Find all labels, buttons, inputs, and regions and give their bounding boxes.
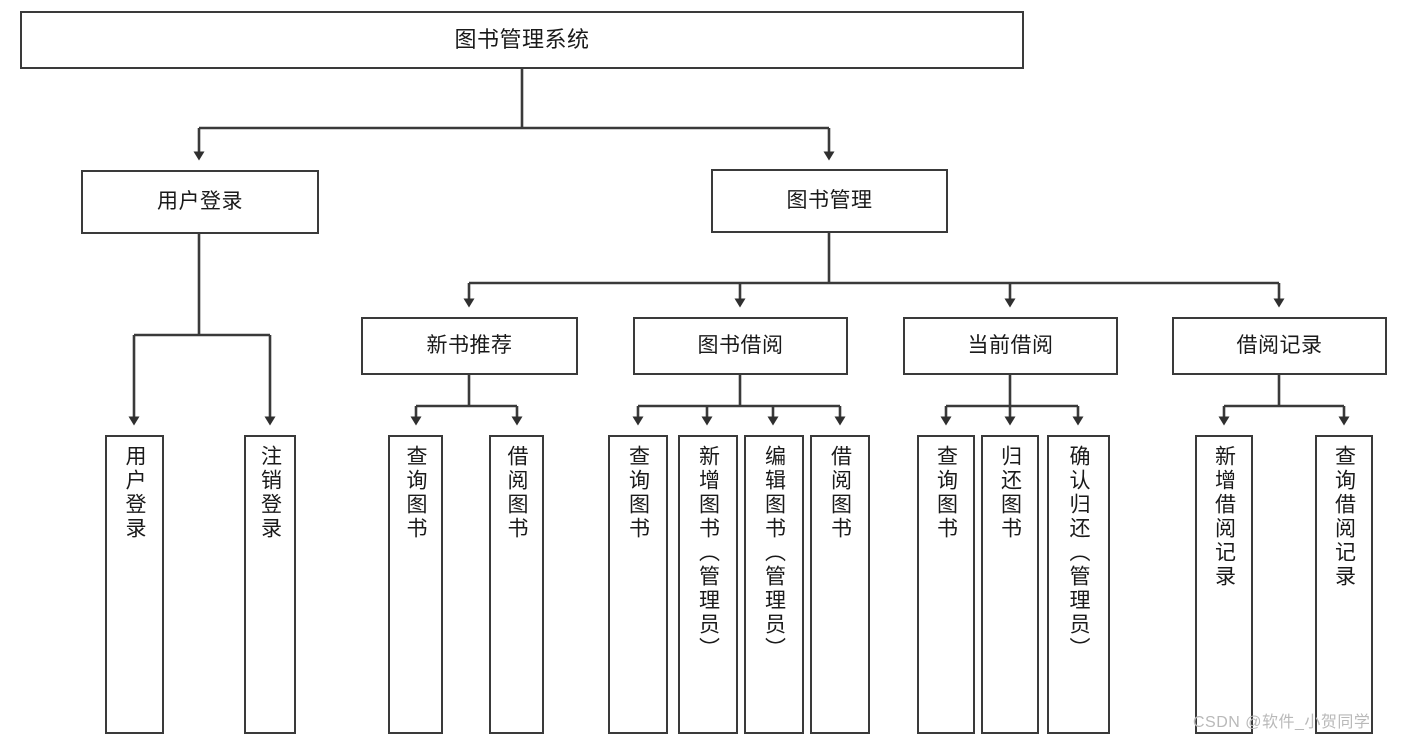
node-borrow-record[interactable]: 借阅记录 (1172, 317, 1387, 375)
node-root-book-management-system[interactable]: 图书管理系统 (20, 11, 1024, 69)
node-current-borrow[interactable]: 当前借阅 (903, 317, 1118, 375)
node-leaf-query-record-label: 查询借阅记录 (1332, 445, 1356, 589)
node-leaf-query-book-2-label: 查询图书 (626, 445, 650, 541)
node-leaf-return-book[interactable]: 归还图书 (981, 435, 1039, 734)
node-new-book-recommend-label: 新书推荐 (426, 334, 513, 358)
node-leaf-query-record[interactable]: 查询借阅记录 (1315, 435, 1373, 734)
node-user-login[interactable]: 用户登录 (81, 170, 319, 234)
node-leaf-add-book[interactable]: 新增图书（管理员） (678, 435, 738, 734)
node-borrow-record-label: 借阅记录 (1236, 334, 1323, 358)
node-leaf-borrow-book-1-label: 借阅图书 (505, 445, 528, 541)
node-leaf-query-book-1-label: 查询图书 (404, 445, 427, 541)
node-leaf-edit-book[interactable]: 编辑图书（管理员） (744, 435, 804, 734)
node-leaf-query-book-3[interactable]: 查询图书 (917, 435, 975, 734)
node-leaf-query-book-1[interactable]: 查询图书 (388, 435, 443, 734)
node-leaf-logout-label: 注销登录 (258, 445, 282, 541)
node-leaf-user-login-label: 用户登录 (123, 445, 146, 541)
node-new-book-recommend[interactable]: 新书推荐 (361, 317, 578, 375)
node-leaf-confirm-return-label: 确认归还（管理员） (1067, 445, 1090, 661)
node-user-login-label: 用户登录 (157, 190, 243, 214)
node-current-borrow-label: 当前借阅 (967, 334, 1054, 358)
node-leaf-add-record[interactable]: 新增借阅记录 (1195, 435, 1253, 734)
node-book-manage-label: 图书管理 (786, 189, 873, 213)
node-book-borrow-label: 图书借阅 (697, 334, 784, 358)
node-leaf-borrow-book-2[interactable]: 借阅图书 (810, 435, 870, 734)
node-leaf-user-login[interactable]: 用户登录 (105, 435, 164, 734)
node-root-label: 图书管理系统 (454, 27, 590, 53)
node-leaf-add-record-label: 新增借阅记录 (1212, 445, 1236, 589)
node-leaf-edit-book-label: 编辑图书（管理员） (762, 445, 786, 661)
node-book-manage[interactable]: 图书管理 (711, 169, 948, 233)
node-leaf-add-book-label: 新增图书（管理员） (696, 445, 720, 661)
node-leaf-return-book-label: 归还图书 (998, 445, 1022, 541)
node-leaf-confirm-return[interactable]: 确认归还（管理员） (1047, 435, 1110, 734)
node-leaf-query-book-3-label: 查询图书 (934, 445, 958, 541)
node-leaf-borrow-book-2-label: 借阅图书 (828, 445, 852, 541)
node-book-borrow[interactable]: 图书借阅 (633, 317, 848, 375)
edge-group (128, 69, 1350, 426)
csdn-watermark: CSDN @软件_小贺同学 (1193, 714, 1371, 731)
node-leaf-borrow-book-1[interactable]: 借阅图书 (489, 435, 544, 734)
node-leaf-logout[interactable]: 注销登录 (244, 435, 296, 734)
node-leaf-query-book-2[interactable]: 查询图书 (608, 435, 668, 734)
